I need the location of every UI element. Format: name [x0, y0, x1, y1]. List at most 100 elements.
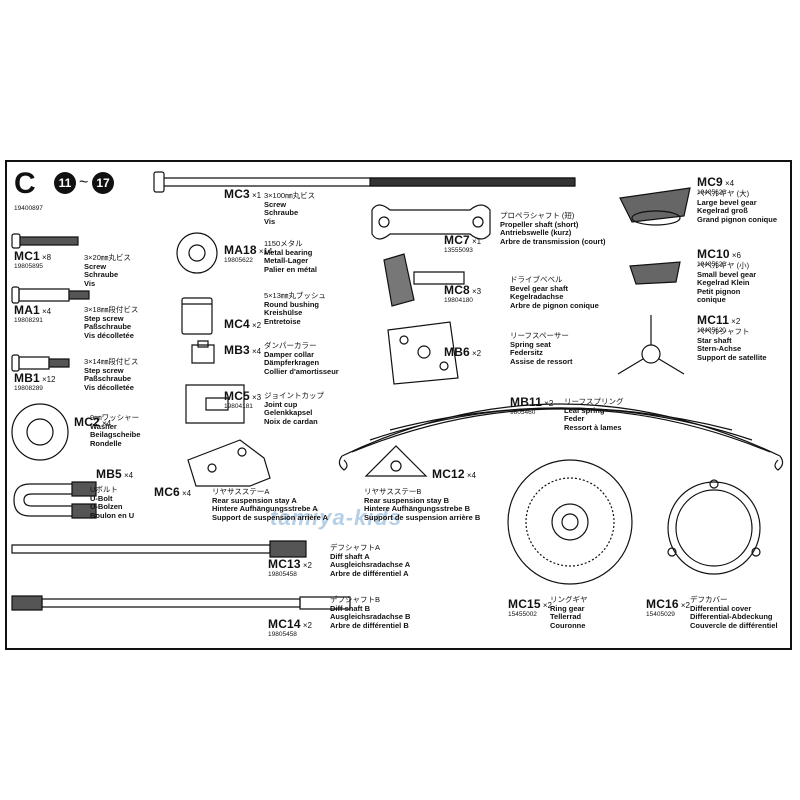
mc2-description-line: Washer [90, 421, 117, 431]
ma18-description-line: 1150メタル [264, 239, 303, 248]
mc12-description-line: Hintere Aufhängungsstrebe B [364, 504, 470, 514]
mc4-quantity: ×2 [251, 321, 262, 330]
mc9-description-line: Kegelrad groß [697, 206, 748, 216]
ma18-quantity: ×14 [258, 247, 273, 256]
mc10-description-line: Kegelrad Klein [697, 278, 750, 288]
mb1-part-number: 19808289 [14, 384, 43, 392]
mc8-description-line: ドライブベベル [510, 275, 563, 284]
mb5-description-line: Boulon en U [90, 510, 135, 520]
mb1-drawing [12, 355, 69, 371]
mc10-description-line: Small bevel gear [697, 269, 757, 279]
mc7-quantity: ×1 [471, 237, 482, 246]
mb11-drawing [339, 404, 782, 470]
mc16-code-label: MC16×2 15405029 [646, 598, 690, 619]
ma1-quantity: ×4 [41, 307, 52, 316]
mc8-code-label: MC8×3 19804180 [444, 283, 481, 305]
mc14-part-number: 19805458 [268, 630, 297, 638]
mc1-drawing [12, 234, 78, 248]
mc13-drawing [12, 541, 306, 557]
ma1-description-line: 3×18㎜段付ビス [84, 305, 139, 314]
mb5-drawing [14, 482, 96, 518]
mc11-code-label: MC11×2 19405620 [697, 314, 740, 335]
mc8-description-line: Bevel gear shaft [510, 283, 568, 293]
mc5-drawing [186, 385, 244, 423]
mc12-code: MC12 [432, 467, 465, 481]
mc11-part-number: 19405620 [697, 326, 726, 334]
mb5-description-line: Uボルト [90, 485, 118, 494]
mc9-description-line: Large bevel gear [697, 197, 757, 207]
mc14-description-line: Diff shaft B [330, 603, 370, 613]
mc1-description-line: 3×20㎜丸ビス [84, 253, 131, 262]
mc7-description-line: Antriebswelle (kurz) [500, 228, 572, 238]
mc7-code: MC7 [444, 233, 470, 247]
mc7-description-line: Arbre de transmission (court) [500, 236, 606, 246]
mc15-description-line: Tellerrad [550, 612, 582, 622]
mb1-code-label: MB1×12 19808289 [14, 372, 56, 393]
ma18-code: MA18 [224, 243, 257, 257]
mc5-description-line: Joint cup [264, 399, 298, 409]
mc1-part-number: 19805895 [14, 262, 43, 270]
mb3-description-line: ダンパーカラー [264, 341, 317, 350]
mb6-code: MB6 [444, 345, 470, 359]
mc7-part-number: 13555093 [444, 246, 473, 254]
mc14-drawing [12, 596, 350, 610]
ma1-drawing [12, 287, 89, 303]
mc10-code-label: MC10×6 19405620 [697, 248, 741, 269]
mc11-description-line: Stern-Achse [697, 344, 742, 354]
mc14-description-line: Ausgleichsradachse B [330, 612, 411, 622]
mb6-description-line: Federsitz [510, 348, 543, 358]
mc10-drawing [630, 262, 680, 284]
mc9-part-number: 19405620 [697, 188, 726, 196]
mc5-description-line: Gelenkkapsel [264, 408, 313, 418]
mc4-description-line: Round bushing [264, 299, 319, 309]
mc14-description-line: デフシャフトB [330, 595, 381, 604]
mc11-description-line: ベベルシャフト [697, 327, 750, 336]
mc8-code: MC8 [444, 283, 470, 297]
mb1-description-line: Step screw [84, 365, 124, 375]
mc7-description: プロペラシャフト (短)Propeller shaft (short)Antri… [500, 211, 606, 246]
mc15-code-label: MC15×2 15455002 [508, 597, 552, 619]
mc16-part-number: 15405029 [646, 610, 675, 618]
mc1-description-line: Schraube [84, 270, 119, 280]
sheet-frame [5, 160, 792, 650]
mb5-description-line: U-Bolzen [90, 502, 123, 512]
watermark: tamiya-kids [270, 505, 403, 530]
ma1-description-line: Step screw [84, 313, 124, 323]
mc6-description-line: Support de suspension arrière A [212, 512, 328, 522]
mc9-description-line: ベベルギヤ (大) [697, 189, 750, 198]
mc15-code: MC15 [508, 597, 541, 611]
mc7-drawing [372, 205, 490, 239]
mb1-description-line: Paßschraube [84, 374, 132, 384]
mc15-quantity: ×2 [542, 601, 552, 610]
mc11-drawing [618, 315, 684, 374]
ma1-code: MA1 [14, 303, 40, 317]
mb11-code: MB11 [510, 395, 543, 409]
mc9-code-label: MC9×4 19405620 [697, 176, 734, 197]
mb6-description-line: リーフスペーサー [510, 331, 569, 340]
ma1-part-number: 19808291 [14, 316, 43, 324]
mc15-drawing [508, 460, 632, 584]
mc3-description-line: Vis [264, 216, 276, 226]
mc15-description-line: Couronne [550, 620, 586, 630]
step-from-badge: 11 [54, 172, 76, 194]
mb5-code-label: MB5×4 [96, 468, 133, 481]
mc13-part-number: 19805458 [268, 570, 297, 578]
mc15-description-line: リングギヤ [550, 595, 588, 604]
mc2-description-line: Rondelle [90, 438, 122, 448]
mc16-description-line: デフカバー [690, 595, 728, 604]
mc2-description-line: Beilagscheibe [90, 430, 141, 440]
mb6-drawing [388, 322, 458, 384]
mc13-description-line: Arbre de différentiel A [330, 568, 409, 578]
mc6-code-label: MC6×4 [154, 486, 191, 499]
mc12-description-line: リヤサスステーB [364, 487, 422, 496]
mc3-code-label: MC3×1 [224, 188, 261, 201]
